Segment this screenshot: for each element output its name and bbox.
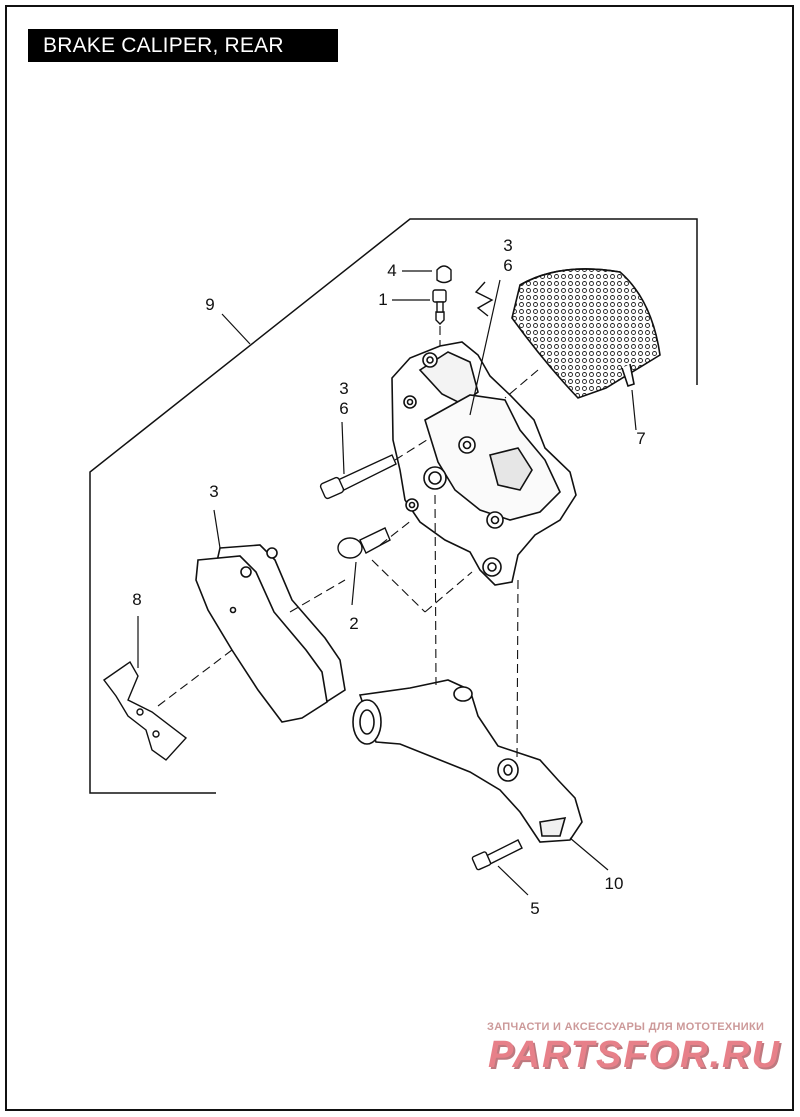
callout-7: 7 xyxy=(636,429,646,448)
callout-3-pads: 3 xyxy=(209,482,219,501)
alignment-lines xyxy=(157,326,539,761)
bleeder-cap xyxy=(436,265,452,284)
page-title: BRAKE CALIPER, REAR xyxy=(28,29,338,62)
mounting-bolt xyxy=(337,527,391,559)
watermark-brand: PARTSFOR.RU xyxy=(488,1034,781,1076)
callout-6-middle: 6 xyxy=(339,399,349,418)
retaining-clip xyxy=(474,281,494,317)
mounting-bracket xyxy=(352,679,583,843)
caliper-body xyxy=(391,341,577,586)
callout-5: 5 xyxy=(530,899,540,918)
pad-spring xyxy=(103,660,188,761)
callout-10: 10 xyxy=(604,874,624,893)
callout-2: 2 xyxy=(349,614,359,633)
callout-4: 4 xyxy=(387,261,397,280)
watermark-tagline: ЗАПЧАСТИ И АКСЕССУАРЫ ДЛЯ МОТОТЕХНИКИ xyxy=(487,1021,765,1033)
assembly-bracket xyxy=(89,218,698,794)
bleeder-valve xyxy=(432,289,447,325)
diagram-frame xyxy=(5,5,794,1111)
leader-lines xyxy=(137,270,637,896)
caliper-cover xyxy=(511,268,661,399)
bracket-pin xyxy=(471,839,523,871)
pad-pin xyxy=(319,454,397,500)
callout-8: 8 xyxy=(132,590,142,609)
callout-3-upper: 3 xyxy=(503,236,513,255)
callout-1: 1 xyxy=(378,290,388,309)
callout-9: 9 xyxy=(205,295,215,314)
brake-pads xyxy=(195,544,346,723)
callout-6-upper: 6 xyxy=(503,256,513,275)
callout-3-middle: 3 xyxy=(339,379,349,398)
